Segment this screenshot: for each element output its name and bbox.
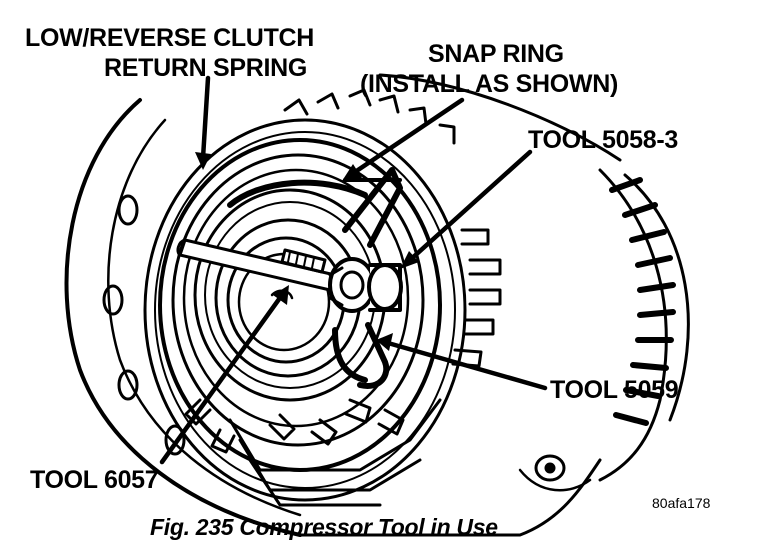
clutch-drum	[143, 118, 467, 502]
arrowheads	[195, 152, 419, 351]
label-snap-ring-line2: (INSTALL AS SHOWN)	[360, 70, 619, 98]
tool-6057-bar	[176, 238, 337, 292]
label-tool-5059: TOOL 5059	[550, 376, 679, 404]
figure-caption: Fig. 235 Compressor Tool in Use	[150, 514, 498, 540]
transmission-case	[64, 73, 622, 537]
snap-ring	[227, 179, 368, 208]
label-return-spring-line1: LOW/REVERSE CLUTCH	[25, 24, 315, 52]
label-snap-ring-line1: SNAP RING	[428, 40, 564, 68]
label-tool-6057: TOOL 6057	[30, 466, 159, 494]
tool-5058-3-nut	[328, 257, 403, 313]
tool-5059-frame	[332, 167, 403, 389]
figure-reference-code: 80afa178	[652, 495, 711, 511]
lower-housing	[228, 398, 442, 507]
label-tool-5058-3: TOOL 5058-3	[528, 126, 679, 154]
ring-gear	[598, 168, 690, 482]
label-return-spring-line2: RETURN SPRING	[104, 54, 308, 82]
leader-lines	[159, 75, 548, 465]
